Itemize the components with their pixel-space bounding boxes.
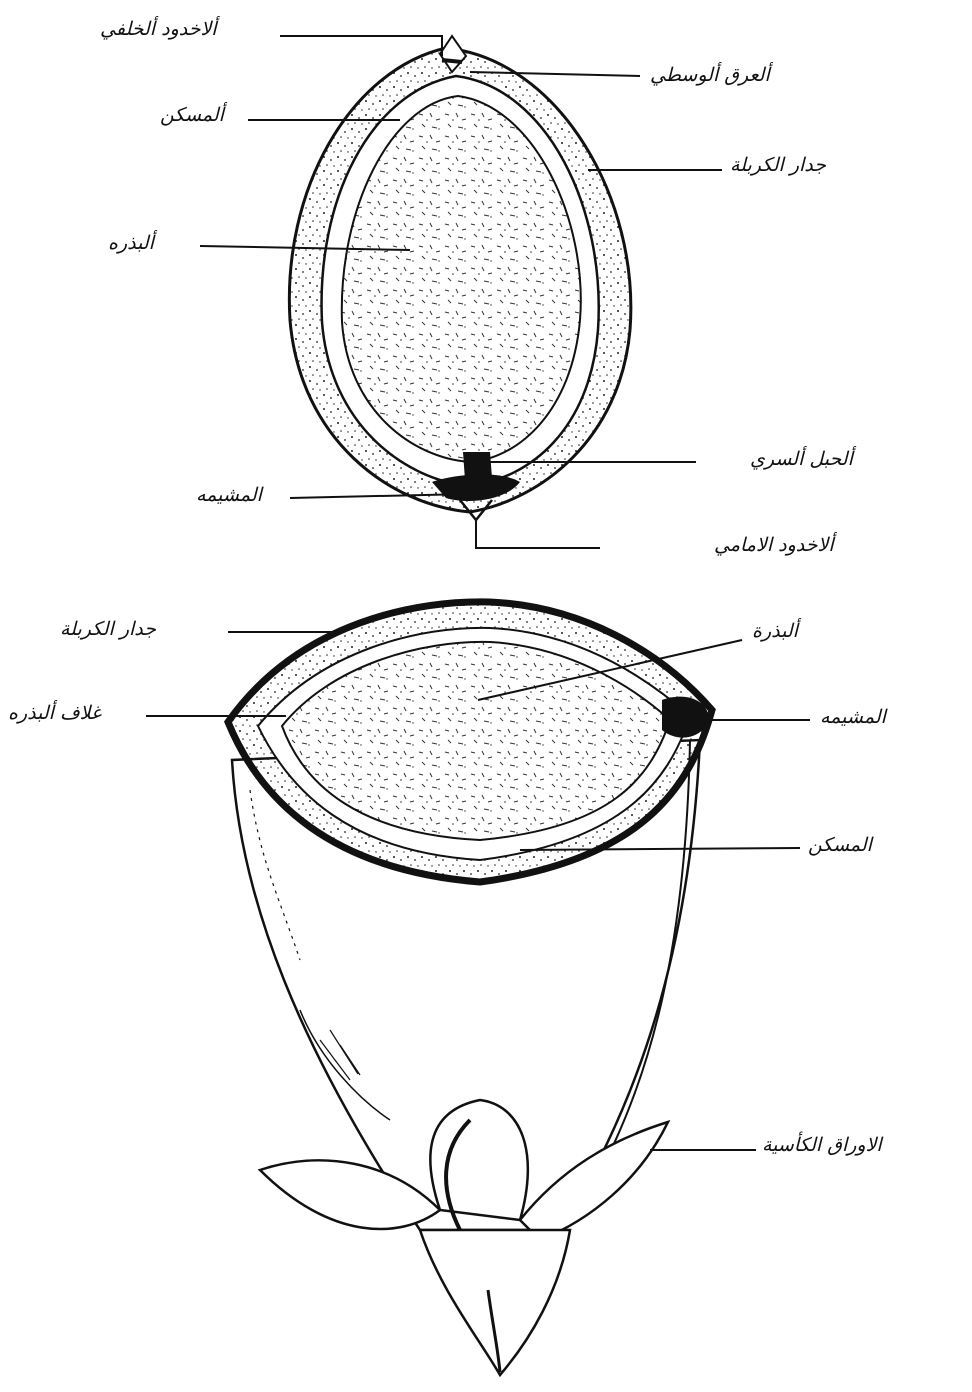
label-ventral-groove: ألاخدود الامامي (714, 536, 834, 555)
label-placenta-top: المشيمه (196, 486, 262, 505)
label-carpel-wall-bottom: جدار الكربلة (60, 620, 156, 639)
label-stalk-top: ألمسكن (160, 106, 224, 125)
label-seed-coat: غلاف ألبذره (8, 704, 101, 723)
label-sepals: الاوراق الكأسية (762, 1136, 882, 1155)
label-carpel-wall-top: جدار الكربلة (730, 156, 826, 175)
top-section (289, 36, 630, 520)
label-dorsal-groove: ألاخدود ألخلفي (100, 20, 217, 39)
label-stalk-bottom: المسكن (808, 836, 872, 855)
bottom-section (228, 602, 712, 1375)
label-midrib: ألعرق ألوسطي (650, 66, 770, 85)
label-funicle: ألحبل ألسري (750, 450, 853, 469)
label-placenta-bottom: المشيمه (820, 708, 886, 727)
label-seed-bottom: ألبذرة (752, 622, 798, 641)
label-seed-top: ألبذره (108, 234, 154, 253)
